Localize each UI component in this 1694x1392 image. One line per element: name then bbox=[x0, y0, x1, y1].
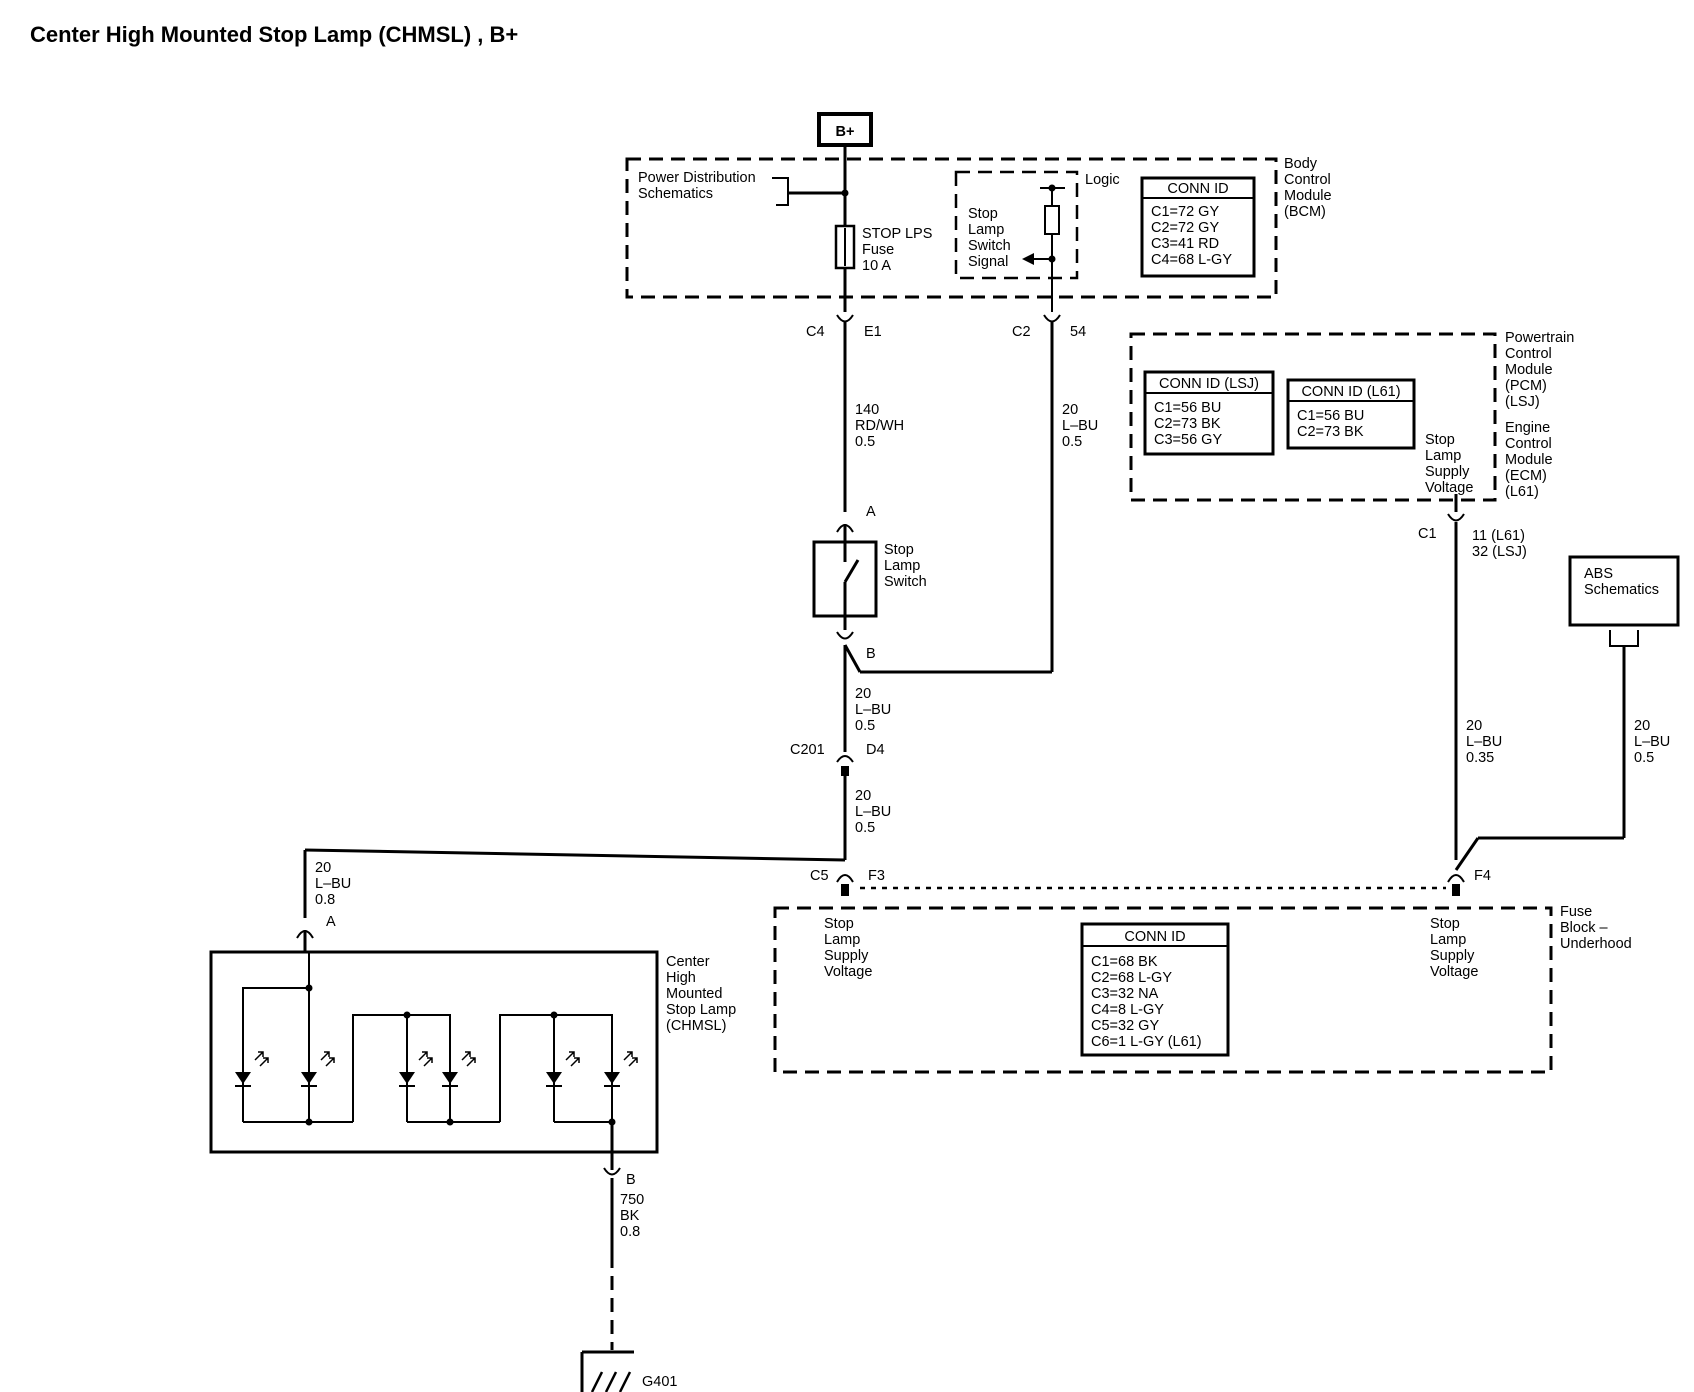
pcm-stop-lamp-supply-label: Stop Lamp Supply Voltage bbox=[1425, 432, 1473, 496]
chmsl-led-network bbox=[235, 952, 638, 1152]
c4-pin-label: E1 bbox=[864, 324, 882, 340]
switch-pin-b-label: B bbox=[866, 646, 876, 662]
wire-c201-f3-label: 20 L–BU 0.5 bbox=[855, 788, 895, 836]
svg-text:CONN ID: CONN ID bbox=[1167, 181, 1228, 197]
stop-lamp-switch-label: Stop Lamp Switch bbox=[884, 542, 927, 590]
abs-schematics-box bbox=[1568, 555, 1680, 627]
pcm-label: Powertrain Control Module (PCM) (LSJ) bbox=[1505, 330, 1578, 410]
svg-text:C4=8 L-GY: C4=8 L-GY bbox=[1091, 1002, 1164, 1018]
fuse-block-left-supply-label: Stop Lamp Supply Voltage bbox=[824, 916, 872, 980]
chmsl-pin-b-icon bbox=[603, 1167, 621, 1176]
wire-switch-c201-label: 20 L–BU 0.5 bbox=[855, 686, 895, 734]
svg-text:C1=56 BU: C1=56 BU bbox=[1297, 408, 1364, 424]
connector-c5-f3-icon bbox=[836, 874, 854, 883]
c201-pin-label: D4 bbox=[866, 742, 885, 758]
c201-label: C201 bbox=[790, 742, 825, 758]
switch-pin-b-icon bbox=[836, 631, 854, 640]
wire-chmsl-feed-label: 20 L–BU 0.8 bbox=[315, 860, 355, 908]
led-icon bbox=[301, 1051, 335, 1087]
wire-pcm-f4-label: 20 L–BU 0.35 bbox=[1466, 718, 1506, 766]
wire-bcm-signal-label: 20 L–BU 0.5 bbox=[1062, 402, 1102, 450]
led-icon bbox=[442, 1051, 476, 1087]
pcm-c1-label: C1 bbox=[1418, 526, 1437, 542]
connector-c2-icon bbox=[1043, 314, 1061, 323]
power-distribution-ref: Power Distribution Schematics bbox=[638, 170, 760, 202]
fuse-block-label: Fuse Block – Underhood bbox=[1560, 904, 1632, 952]
led-icon bbox=[604, 1051, 638, 1087]
f3-label: F3 bbox=[868, 868, 885, 884]
connector-pcm-c1-icon bbox=[1447, 513, 1465, 522]
abs-bracket bbox=[1609, 630, 1639, 647]
fuse-block-right-supply-label: Stop Lamp Supply Voltage bbox=[1430, 916, 1478, 980]
svg-text:CONN ID (LSJ): CONN ID (LSJ) bbox=[1159, 376, 1259, 392]
svg-text:C6=1 L-GY (L61): C6=1 L-GY (L61) bbox=[1091, 1034, 1202, 1050]
svg-text:C3=41 RD: C3=41 RD bbox=[1151, 236, 1219, 252]
pds-bracket bbox=[772, 177, 789, 206]
page-title: Center High Mounted Stop Lamp (CHMSL) , … bbox=[30, 22, 519, 47]
svg-text:C3=56 GY: C3=56 GY bbox=[1154, 432, 1222, 448]
fuse-block-conn-id-table: CONN ID C1=68 BK C2=68 L-GY C3=32 NA C4=… bbox=[1080, 922, 1230, 1057]
wire-140-label: 140 RD/WH 0.5 bbox=[855, 402, 908, 450]
connector-f4-icon bbox=[1447, 874, 1465, 883]
bcm-label: Body Control Module (BCM) bbox=[1284, 156, 1336, 220]
ground-g401-label: G401 bbox=[642, 1374, 677, 1390]
ground-icon bbox=[580, 1350, 634, 1392]
led-icon bbox=[399, 1051, 433, 1087]
pcm-c1-pins-label: 11 (L61) 32 (LSJ) bbox=[1472, 528, 1529, 560]
led-icon bbox=[235, 1051, 269, 1087]
f4-label: F4 bbox=[1474, 868, 1491, 884]
svg-text:C1=56 BU: C1=56 BU bbox=[1154, 400, 1221, 416]
ecm-label: Engine Control Module (ECM) (L61) bbox=[1505, 420, 1557, 500]
svg-text:C2=72 GY: C2=72 GY bbox=[1151, 220, 1219, 236]
wire-abs-label: 20 L–BU 0.5 bbox=[1634, 718, 1674, 766]
pcm-conn-id-lsj-table: CONN ID (LSJ) C1=56 BU C2=73 BK C3=56 GY bbox=[1143, 370, 1275, 456]
signal-arrow-icon bbox=[1022, 253, 1034, 265]
switch-contact-icon bbox=[843, 559, 860, 583]
c2-label: C2 bbox=[1012, 324, 1031, 340]
c4-label: C4 bbox=[806, 324, 825, 340]
pcm-box bbox=[1129, 332, 1497, 502]
c5-label: C5 bbox=[810, 868, 829, 884]
pullup-resistor-icon bbox=[1044, 205, 1060, 235]
switch-pin-a-label: A bbox=[866, 504, 876, 520]
bplus-label: B+ bbox=[836, 124, 855, 140]
svg-text:C1=68 BK: C1=68 BK bbox=[1091, 954, 1158, 970]
wire-ground-label: 750 BK 0.8 bbox=[620, 1192, 648, 1240]
chmsl-pin-b-label: B bbox=[626, 1172, 636, 1188]
wire-chmsl-feed bbox=[304, 848, 846, 862]
stop-lamp-switch-signal-label: Stop Lamp Switch Signal bbox=[968, 206, 1015, 270]
svg-text:C4=68 L-GY: C4=68 L-GY bbox=[1151, 252, 1232, 268]
logic-label: Logic bbox=[1085, 172, 1120, 188]
chmsl-box bbox=[209, 950, 659, 1154]
bcm-conn-id-table: CONN ID C1=72 GY C2=72 GY C3=41 RD C4=68… bbox=[1140, 176, 1256, 278]
logic-box bbox=[954, 170, 1079, 280]
svg-text:C5=32 GY: C5=32 GY bbox=[1091, 1018, 1159, 1034]
c2-pin-label: 54 bbox=[1070, 324, 1086, 340]
connector-c201-icon bbox=[836, 755, 854, 763]
abs-schematics-label: ABS Schematics bbox=[1584, 566, 1659, 598]
fuse-block-underhood-box bbox=[773, 906, 1553, 1074]
chmsl-pin-a-label: A bbox=[326, 914, 336, 930]
svg-text:C2=73 BK: C2=73 BK bbox=[1154, 416, 1221, 432]
bcm-box bbox=[625, 157, 1278, 299]
chmsl-label: Center High Mounted Stop Lamp (CHMSL) bbox=[666, 954, 740, 1034]
svg-text:C2=73 BK: C2=73 BK bbox=[1297, 424, 1364, 440]
svg-text:C3=32 NA: C3=32 NA bbox=[1091, 986, 1159, 1002]
svg-text:C2=68 L-GY: C2=68 L-GY bbox=[1091, 970, 1172, 986]
svg-text:CONN ID: CONN ID bbox=[1124, 929, 1185, 945]
led-icon bbox=[546, 1051, 580, 1087]
connector-c4-icon bbox=[836, 314, 854, 323]
bplus-source: B+ bbox=[817, 112, 873, 147]
stop-lps-fuse-label: STOP LPS Fuse 10 A bbox=[862, 226, 936, 274]
ecm-conn-id-l61-table: CONN ID (L61) C1=56 BU C2=73 BK bbox=[1286, 378, 1416, 450]
svg-text:CONN ID (L61): CONN ID (L61) bbox=[1301, 384, 1400, 400]
svg-text:C1=72 GY: C1=72 GY bbox=[1151, 204, 1219, 220]
